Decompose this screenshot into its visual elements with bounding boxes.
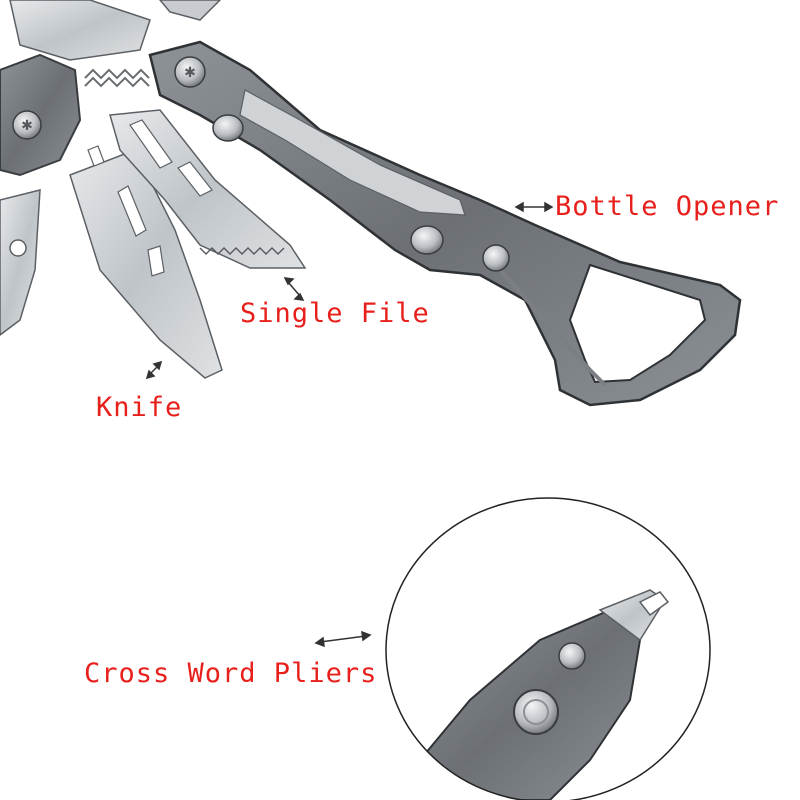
inset-loop — [638, 591, 670, 617]
cross-word-pliers-label: Cross Word Pliers — [84, 658, 378, 689]
knife-hole-small — [147, 245, 165, 277]
inset-rivet-small — [558, 642, 586, 670]
carabiner-opening — [568, 263, 707, 384]
file-slot-1 — [129, 119, 173, 169]
handle-rivet-3 — [482, 244, 510, 272]
left-blade — [0, 189, 41, 336]
inset-circle-outline — [385, 497, 711, 800]
single-file-label: Single File — [240, 298, 430, 329]
knife-arrow — [145, 360, 163, 380]
file-slot-2 — [177, 161, 213, 197]
pliers-inset — [385, 497, 711, 800]
handle-rivet-1 — [212, 114, 244, 142]
svg-text:✱: ✱ — [184, 65, 196, 81]
knife-hole-top — [87, 145, 105, 167]
file-serration — [199, 247, 285, 255]
knife-label: Knife — [96, 392, 183, 423]
single-file-arrow — [283, 277, 305, 301]
spring — [84, 68, 150, 88]
handle-screw — [174, 56, 206, 88]
pliers-jaw — [9, 0, 151, 61]
pliers-jaw-top — [159, 0, 222, 21]
pliers-arrow — [314, 630, 372, 648]
bottle-opener-arrow — [514, 201, 554, 213]
inset-rivet-large — [513, 689, 559, 735]
handle-inner-plate — [239, 89, 466, 216]
svg-text:✱: ✱ — [21, 118, 33, 134]
indicator-arrows — [145, 201, 554, 648]
multitool-body: ✱ ✱ — [0, 0, 742, 407]
bottle-opener-label: Bottle Opener — [555, 191, 780, 222]
knife-hole-slot — [117, 185, 147, 237]
left-handle — [0, 53, 82, 177]
left-blade-hole — [9, 239, 27, 257]
handle-rivet-2 — [410, 225, 444, 255]
carabiner-gate — [498, 268, 607, 387]
pivot-screw-left — [12, 110, 42, 140]
